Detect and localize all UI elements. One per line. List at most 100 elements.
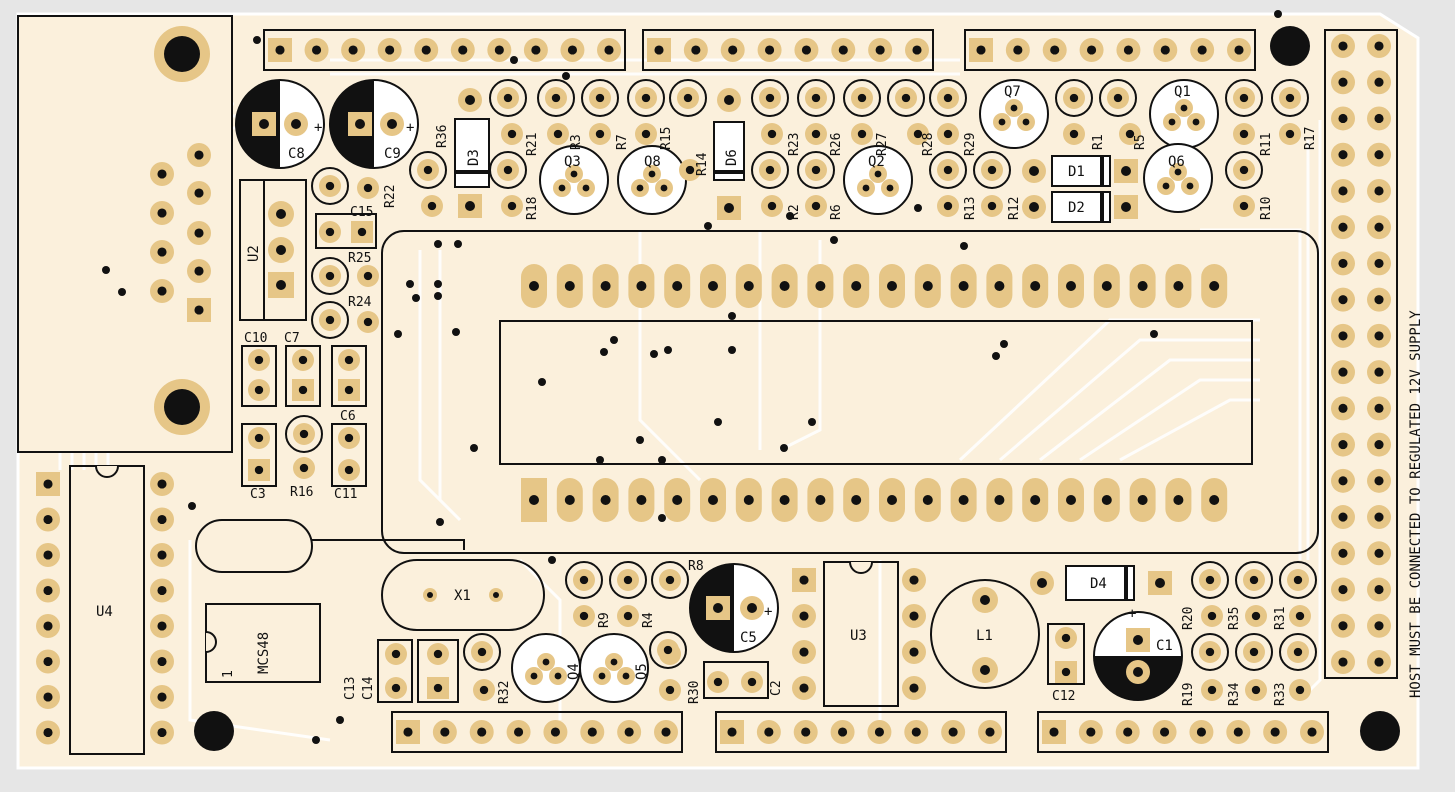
u4-pin	[36, 578, 60, 603]
header-pin	[1331, 613, 1355, 638]
resistor-pin	[357, 311, 379, 333]
resistor-pin	[421, 195, 443, 217]
resistor-pin	[501, 195, 523, 217]
header-pin	[1331, 178, 1355, 203]
pin-drill	[994, 495, 1005, 505]
capacitor-c2: C2	[703, 661, 784, 699]
resistor-pin	[895, 87, 917, 109]
resistor-r31: R31	[1273, 561, 1317, 630]
pin-drill	[1173, 281, 1184, 291]
pad-drill	[1162, 182, 1170, 190]
transistor-pin	[1169, 163, 1187, 181]
resistor-pin	[1287, 641, 1309, 663]
resistor-body	[409, 151, 447, 189]
ic-u3: U3	[792, 561, 926, 707]
resistor-body	[1225, 79, 1263, 117]
pin-header	[263, 29, 626, 71]
transistor-pin	[1017, 113, 1035, 131]
capacitor-pin	[741, 671, 763, 693]
resistor-body	[1235, 561, 1273, 599]
pad-drill	[1013, 45, 1023, 55]
header-pin	[1367, 34, 1391, 58]
resistor-body	[489, 79, 527, 117]
header-pin	[757, 38, 782, 62]
pin-drill	[887, 281, 897, 291]
header-outline	[642, 29, 934, 71]
via	[786, 212, 794, 220]
pad-drill	[551, 93, 561, 103]
capacitor-pin	[1055, 661, 1077, 683]
header-pin	[543, 720, 568, 744]
resistor-r24x	[311, 301, 379, 339]
capacitor-pin	[248, 459, 270, 481]
pad-drill	[1338, 222, 1348, 232]
pad-drill	[194, 228, 204, 238]
resistor-pin	[759, 87, 781, 109]
pin-drill	[994, 281, 1005, 291]
resistor-r14: R14	[669, 79, 710, 181]
u3-pin	[902, 640, 926, 664]
pin-drill	[851, 495, 862, 505]
pad-drill	[507, 129, 517, 139]
cap-c5: C5 +	[689, 563, 779, 653]
via	[188, 502, 196, 510]
u4-pin	[36, 720, 60, 745]
resistor-pin	[1199, 569, 1221, 591]
pad-drill	[1374, 584, 1384, 595]
pad-drill	[595, 93, 605, 103]
pad-drill	[43, 692, 53, 702]
resistor-pin	[319, 265, 341, 287]
resistor-r35: R35	[1227, 561, 1273, 630]
pad-drill	[909, 575, 919, 585]
resistor-pin	[471, 641, 493, 663]
resistor-body	[1235, 633, 1273, 671]
pin-drill	[815, 281, 826, 291]
capacitor-c13: C13	[343, 639, 413, 703]
label-r15: R15	[659, 127, 674, 150]
pad-drill	[765, 165, 775, 175]
header-pin	[1115, 720, 1140, 744]
header-pin	[1331, 251, 1355, 276]
pad-drill	[391, 649, 401, 659]
header-pin	[1331, 287, 1355, 312]
via	[1274, 10, 1282, 18]
u4-pin	[150, 685, 174, 709]
pad-drill	[385, 45, 395, 55]
u3-pin	[792, 640, 816, 664]
pad-drill	[194, 150, 204, 160]
capacitor-pin	[338, 349, 360, 371]
pad-drill	[1293, 647, 1303, 657]
pad-drill	[325, 271, 335, 281]
pad-drill	[43, 727, 53, 738]
pad-drill	[1249, 575, 1259, 585]
header-pin	[1331, 323, 1355, 348]
resistor-body	[887, 79, 925, 117]
pad-drill	[1338, 77, 1348, 87]
resistor-pin	[937, 159, 959, 181]
header-pin	[1331, 541, 1355, 566]
pad-drill	[325, 315, 335, 325]
label-r4: R4	[641, 612, 656, 628]
pad-drill	[636, 184, 644, 192]
u4-pin	[150, 649, 174, 674]
label-c12: C12	[1052, 689, 1075, 704]
pad-drill	[1295, 611, 1305, 621]
pad-drill	[838, 45, 848, 55]
pad-drill	[728, 45, 738, 55]
pad-drill	[514, 727, 524, 737]
u4-pin	[150, 578, 174, 603]
pad-drill	[363, 271, 373, 281]
pad-drill	[1125, 129, 1135, 139]
pin-drill	[1137, 281, 1148, 291]
transistor-pin	[655, 179, 673, 197]
resistor-body	[1055, 79, 1093, 117]
header-outline	[1324, 29, 1398, 679]
resistor-body	[751, 151, 789, 189]
pad-drill	[1374, 150, 1384, 160]
pad-drill	[43, 550, 53, 560]
resistor-body	[311, 167, 349, 205]
polarity-c9: +	[406, 120, 414, 136]
pin-drill	[672, 495, 683, 505]
resistor-body	[489, 151, 527, 189]
label-c10: C10	[244, 331, 267, 346]
